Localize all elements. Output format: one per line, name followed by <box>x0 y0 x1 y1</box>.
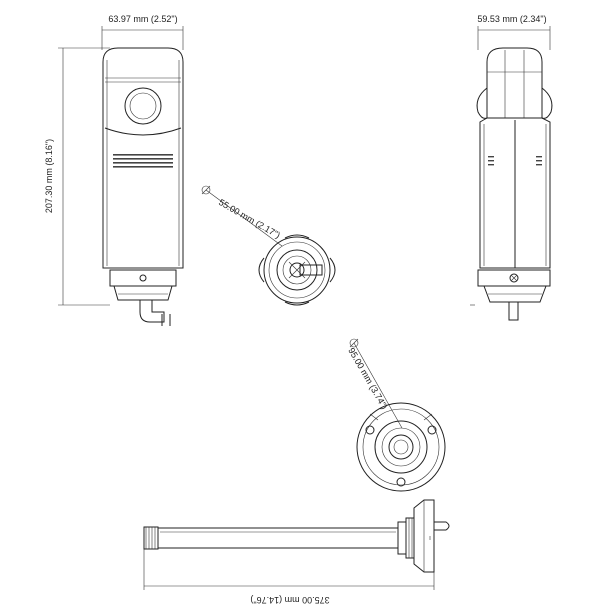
mount-outer-ring <box>356 402 446 492</box>
mount-view: 95.00 mm (3.74") <box>346 338 446 492</box>
camera-lens <box>124 87 162 125</box>
bottom-outer-ring <box>263 236 331 304</box>
bottom-diameter-label: 55.00 mm (2.17") <box>217 197 282 240</box>
mount-screw-hole <box>396 477 406 487</box>
mount-diameter-leader <box>353 342 403 429</box>
pole-view: 375.00 mm (14.76") <box>143 499 450 605</box>
pole-tube <box>157 527 399 549</box>
mount-screw-hole <box>365 425 375 435</box>
bottom-diameter-leader <box>205 189 283 247</box>
side-cable <box>508 301 519 321</box>
side-width-label: 59.53 mm (2.34") <box>477 14 546 24</box>
speaker-grille <box>113 154 173 168</box>
front-body-outline <box>102 47 184 269</box>
pole-length-label: 375.00 mm (14.76") <box>250 595 329 605</box>
side-left-bulge <box>476 87 488 119</box>
height-label: 207.30 mm (8.16") <box>44 139 54 213</box>
front-base <box>109 269 177 287</box>
side-top-outline <box>486 47 543 118</box>
pole-collar <box>397 521 407 555</box>
bottom-connector <box>299 264 323 276</box>
mount-diameter-label: 95.00 mm (3.74") <box>346 346 389 411</box>
side-view: 59.53 mm (2.34") <box>470 14 553 321</box>
bottom-view: 55.00 mm (2.17") <box>201 185 336 306</box>
front-view: 63.97 mm (2.52") 207.30 mm (8.16") <box>44 14 184 326</box>
mount-screw-hole <box>427 425 437 435</box>
front-cable <box>139 300 165 323</box>
side-vents <box>488 156 542 166</box>
side-right-bulge <box>541 87 553 119</box>
front-width-label: 63.97 mm (2.52") <box>108 14 177 24</box>
side-base <box>477 269 551 287</box>
side-body-outline <box>479 117 551 269</box>
